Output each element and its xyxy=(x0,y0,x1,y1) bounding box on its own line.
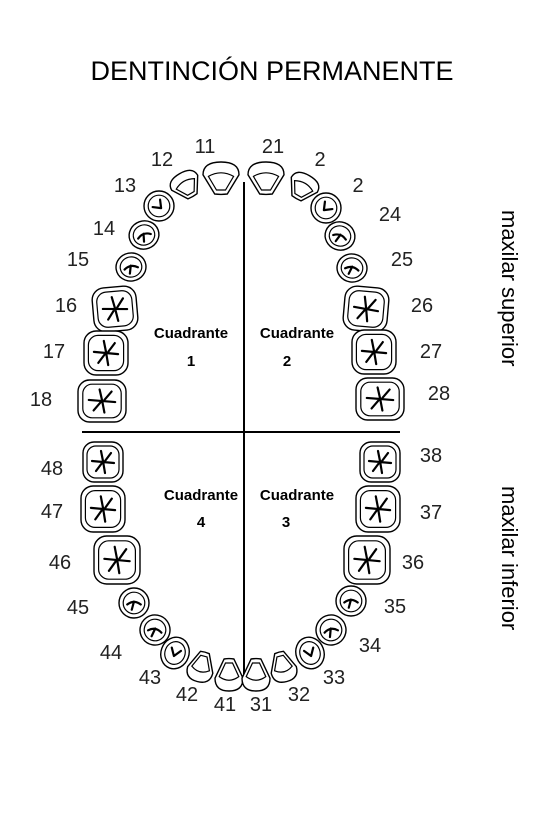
tooth-label-17: 17 xyxy=(43,341,65,363)
tooth-24 xyxy=(324,221,356,251)
tooth-label-15: 15 xyxy=(67,249,89,271)
tooth-label-41: 41 xyxy=(214,694,236,716)
tooth-11 xyxy=(202,161,240,196)
tooth-33 xyxy=(295,636,325,670)
tooth-26 xyxy=(342,285,390,333)
tooth-label-16: 16 xyxy=(55,295,77,317)
tooth-41 xyxy=(214,657,244,692)
tooth-label-48: 48 xyxy=(41,458,63,480)
quadrant-3-word: Cuadrante xyxy=(260,487,334,504)
tooth-label-32: 32 xyxy=(288,684,310,706)
tooth-label-25: 25 xyxy=(391,249,413,271)
quadrant-2-word: Cuadrante xyxy=(260,325,334,342)
tooth-label-24: 24 xyxy=(379,204,401,226)
tooth-18 xyxy=(77,379,127,423)
tooth-25 xyxy=(336,253,368,283)
tooth-42 xyxy=(186,650,214,683)
tooth-27 xyxy=(351,329,397,375)
tooth-label-23: 2 xyxy=(352,175,363,197)
tooth-45 xyxy=(118,587,150,619)
tooth-43 xyxy=(160,636,190,670)
tooth-46 xyxy=(93,535,141,585)
side-label-lower-jaw: maxilar inferior xyxy=(497,486,522,630)
tooth-22 xyxy=(290,171,320,202)
tooth-label-35: 35 xyxy=(384,596,406,618)
tooth-label-11: 11 xyxy=(195,136,216,158)
tooth-label-37: 37 xyxy=(420,502,442,524)
quadrant-2-number: 2 xyxy=(283,353,291,370)
tooth-13 xyxy=(143,190,175,222)
tooth-28 xyxy=(355,377,405,421)
tooth-label-26: 26 xyxy=(411,295,433,317)
tooth-label-36: 36 xyxy=(402,552,424,574)
tooth-label-14: 14 xyxy=(93,218,115,240)
tooth-label-43: 43 xyxy=(139,667,161,689)
tooth-31 xyxy=(241,657,271,692)
tooth-32 xyxy=(270,650,298,683)
tooth-23 xyxy=(310,192,342,224)
tooth-16 xyxy=(91,285,139,333)
tooth-label-13: 13 xyxy=(114,175,136,197)
tooth-label-12: 12 xyxy=(151,149,173,171)
tooth-14 xyxy=(128,220,160,250)
tooth-44 xyxy=(139,614,171,646)
tooth-35 xyxy=(335,585,367,617)
tooth-12 xyxy=(169,169,199,200)
teeth-group xyxy=(77,161,405,692)
tooth-15 xyxy=(115,252,147,282)
quadrant-4-word: Cuadrante xyxy=(164,487,238,504)
tooth-label-21: 21 xyxy=(262,136,284,158)
tooth-47 xyxy=(80,485,126,533)
tooth-label-38: 38 xyxy=(420,445,442,467)
tooth-38 xyxy=(359,441,401,483)
quadrant-3-number: 3 xyxy=(282,514,290,531)
quadrant-1-word: Cuadrante xyxy=(154,325,228,342)
tooth-34 xyxy=(315,614,347,646)
tooth-number-labels: 11 12 13 14 15 16 17 18 21 2 2 24 25 26 … xyxy=(30,136,450,716)
tooth-label-33: 33 xyxy=(323,667,345,689)
tooth-17 xyxy=(83,330,129,376)
tooth-label-28: 28 xyxy=(428,383,450,405)
quadrant-labels: Cuadrante 1 Cuadrante 2 Cuadrante 4 Cuad… xyxy=(154,325,334,531)
tooth-label-45: 45 xyxy=(67,597,89,619)
tooth-label-46: 46 xyxy=(49,552,71,574)
tooth-label-31: 31 xyxy=(250,694,272,716)
tooth-label-18: 18 xyxy=(30,389,52,411)
tooth-37 xyxy=(355,485,401,533)
tooth-36 xyxy=(343,535,391,585)
tooth-21 xyxy=(247,161,285,196)
tooth-48 xyxy=(82,441,124,483)
tooth-label-27: 27 xyxy=(420,341,442,363)
quadrant-1-number: 1 xyxy=(187,353,195,370)
tooth-label-22: 2 xyxy=(314,149,325,171)
diagram-title: DENTINCIÓN PERMANENTE xyxy=(90,55,453,86)
side-label-upper-jaw: maxilar superior xyxy=(497,210,522,367)
tooth-label-44: 44 xyxy=(100,642,122,664)
tooth-label-47: 47 xyxy=(41,501,63,523)
tooth-label-42: 42 xyxy=(176,684,198,706)
tooth-label-34: 34 xyxy=(359,635,381,657)
quadrant-4-number: 4 xyxy=(197,514,206,531)
